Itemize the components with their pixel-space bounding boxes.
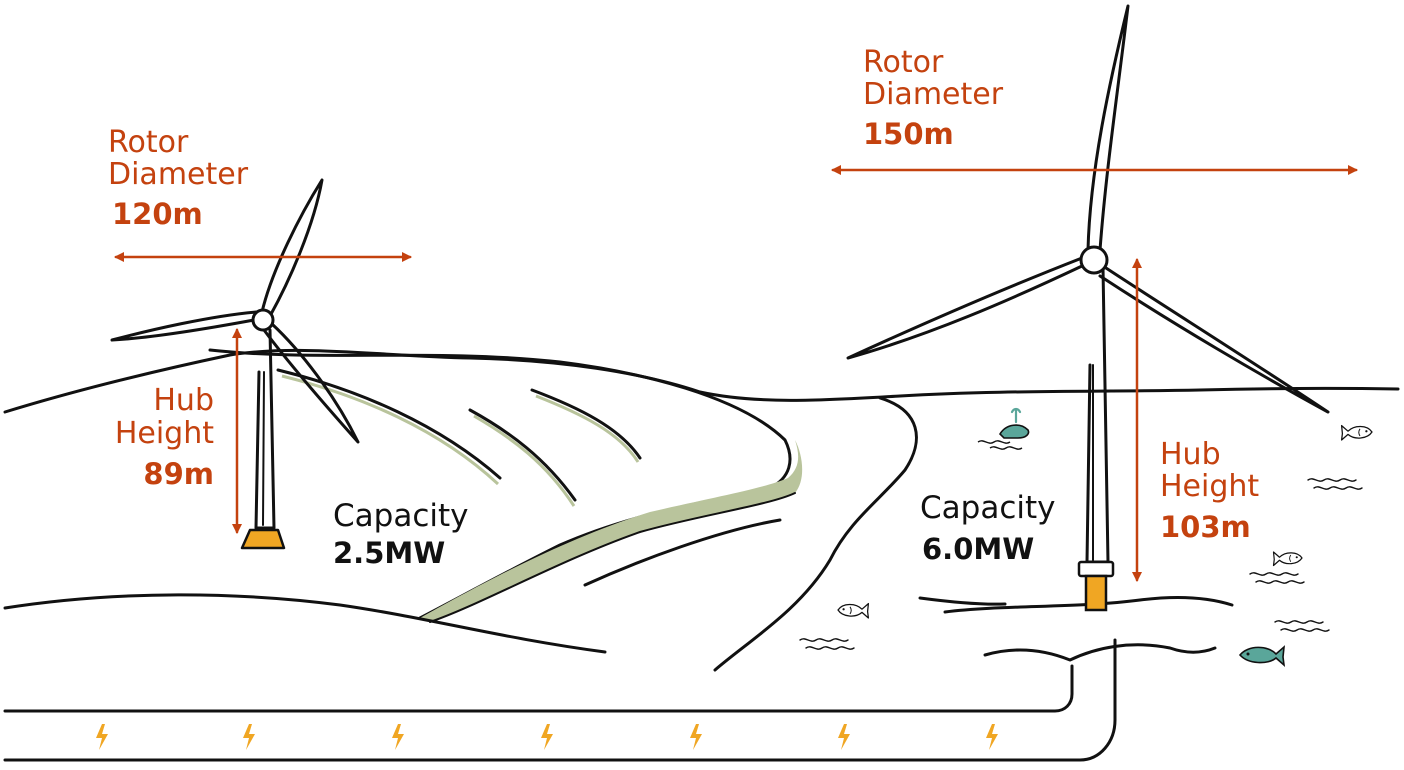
offshore-blade-up bbox=[1086, 4, 1130, 252]
offshore-hub-value: 103m bbox=[1160, 510, 1251, 544]
offshore-turbine bbox=[846, 4, 1330, 612]
hill-ridge-2 bbox=[468, 408, 577, 502]
sea-life bbox=[799, 407, 1373, 667]
sand-strip-edge bbox=[429, 492, 796, 623]
onshore-blade-down bbox=[262, 322, 360, 444]
lightning-bolts bbox=[96, 724, 998, 750]
foreground-hill bbox=[3, 593, 607, 654]
offshore-blade-left bbox=[846, 256, 1084, 360]
offshore-capacity-value: 6.0MW bbox=[922, 532, 1034, 566]
onshore-blade-up bbox=[260, 178, 324, 318]
onshore-tower-inner bbox=[262, 371, 265, 526]
cable-line-lower bbox=[3, 638, 1117, 762]
lightning-bolt-icon bbox=[243, 724, 255, 750]
onshore-tower bbox=[254, 328, 276, 530]
fish-icon bbox=[1238, 645, 1286, 667]
offshore-foundation bbox=[1084, 574, 1108, 612]
lightning-bolt-icon bbox=[838, 724, 850, 750]
fish-icon bbox=[1272, 551, 1303, 567]
offshore-blade-right bbox=[1098, 266, 1330, 414]
lightning-bolt-icon bbox=[541, 724, 553, 750]
onshore-capacity-value: 2.5MW bbox=[333, 536, 445, 570]
offshore-capacity-label: Capacity bbox=[920, 490, 1055, 526]
onshore-rotor-value: 120m bbox=[112, 197, 203, 231]
offshore-tower bbox=[1085, 266, 1110, 564]
onshore-capacity-label: Capacity bbox=[333, 498, 468, 534]
sand-strip bbox=[420, 440, 803, 622]
onshore-blade-left bbox=[110, 310, 258, 342]
onshore-hub-label-line1: Hub bbox=[153, 383, 214, 418]
lightning-bolt-icon bbox=[96, 724, 108, 750]
hill-ridge-1-shade bbox=[281, 374, 500, 486]
onshore-rotor-label-line1: Rotor bbox=[108, 125, 189, 160]
offshore-labels: Rotor Diameter 150m Hub Height 103m Capa… bbox=[863, 45, 1259, 566]
lightning-bolt-icon bbox=[690, 724, 702, 750]
dimension-arrows bbox=[114, 165, 1358, 582]
waves-icon bbox=[799, 638, 855, 650]
main-hill-outline bbox=[208, 348, 792, 620]
offshore-rotor-value: 150m bbox=[863, 117, 954, 151]
offshore-hub-label-line2: Height bbox=[1160, 469, 1259, 504]
offshore-hub bbox=[1079, 245, 1109, 275]
onshore-rotor-label-line2: Diameter bbox=[108, 157, 249, 192]
hill-ridge-3 bbox=[530, 388, 642, 460]
offshore-transition-piece bbox=[1077, 560, 1115, 578]
offshore-rotor-label-line2: Diameter bbox=[863, 77, 1004, 112]
onshore-hub-label-line2: Height bbox=[115, 416, 214, 451]
offshore-hub-label-line1: Hub bbox=[1160, 437, 1221, 472]
waves-icon bbox=[1307, 478, 1363, 490]
fish-icon bbox=[837, 602, 870, 619]
cable-line-upper bbox=[3, 664, 1074, 713]
landscape bbox=[3, 348, 1400, 672]
coast-line bbox=[713, 396, 918, 672]
sea-swell-1 bbox=[943, 596, 1234, 614]
power-cable bbox=[3, 638, 1117, 762]
hill-ridge-1 bbox=[276, 368, 502, 480]
onshore-hub bbox=[251, 308, 275, 332]
waves-icon bbox=[1249, 572, 1305, 584]
offshore-rotor-label-line1: Rotor bbox=[863, 45, 944, 80]
waves-icon bbox=[1274, 620, 1330, 632]
lightning-bolt-icon bbox=[392, 724, 404, 750]
hill-ridge-3-shade bbox=[535, 394, 640, 463]
sea-swell-2 bbox=[918, 596, 1007, 606]
fish-icon bbox=[1340, 424, 1373, 441]
hill-ridge-2-shade bbox=[473, 414, 576, 507]
onshore-turbine bbox=[110, 178, 360, 550]
onshore-base bbox=[240, 528, 286, 550]
whale-icon bbox=[977, 407, 1030, 450]
onshore-hub-value: 89m bbox=[143, 457, 214, 491]
sea-swell-3 bbox=[983, 643, 1217, 662]
lightning-bolt-icon bbox=[986, 724, 998, 750]
onshore-labels: Rotor Diameter 120m Hub Height 89m Capac… bbox=[108, 125, 468, 570]
beach-line bbox=[583, 518, 782, 587]
